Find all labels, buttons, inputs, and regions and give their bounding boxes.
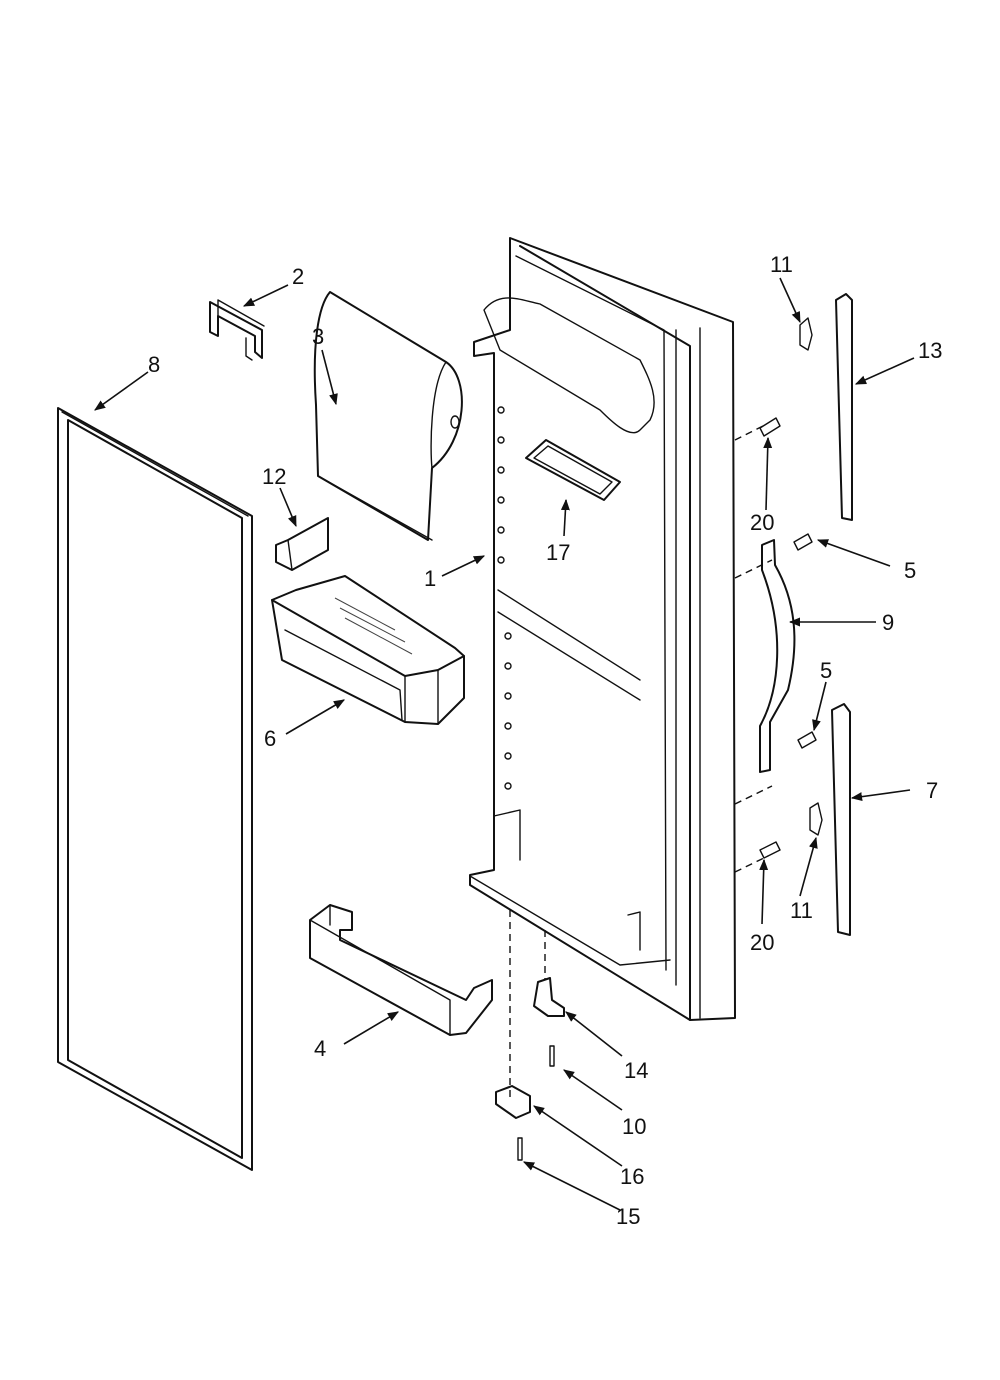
screw	[759, 841, 781, 859]
door-bin	[271, 575, 465, 725]
callout-4: 4	[314, 1036, 326, 1061]
door-trim-bottom	[831, 703, 851, 936]
callout-15: 15	[616, 1204, 640, 1229]
hinge-pin	[533, 977, 565, 1017]
bottom-door-shelf	[309, 904, 493, 1036]
door-handle	[759, 539, 796, 773]
screw	[797, 731, 817, 749]
bin-bracket	[275, 517, 329, 571]
hinge-screw	[549, 1045, 555, 1067]
callout-labels: 2 8 3 12 6 4 1 17 11 13 20 5 9 5 7 11 20…	[148, 252, 942, 1229]
utility-tray	[525, 439, 621, 501]
callout-10: 10	[622, 1114, 646, 1139]
callout-11-top: 11	[770, 252, 793, 277]
callout-13: 13	[918, 338, 942, 363]
shelf-clip	[209, 299, 265, 361]
callout-1: 1	[424, 566, 436, 591]
callout-5-top: 5	[904, 558, 916, 583]
callout-12: 12	[262, 464, 286, 489]
callout-9: 9	[882, 610, 894, 635]
callout-5-bottom: 5	[820, 658, 832, 683]
assembly-lines	[509, 424, 773, 1100]
callout-7: 7	[926, 778, 938, 803]
bottom-hinge	[495, 1085, 531, 1119]
screw	[759, 417, 781, 437]
trim-clip	[809, 802, 823, 836]
callout-8: 8	[148, 352, 160, 377]
callout-20-bottom: 20	[750, 930, 774, 955]
callout-3: 3	[312, 324, 324, 349]
adjustment-holes	[497, 406, 512, 790]
callout-11-bottom: 11	[790, 898, 813, 923]
leader-lines	[94, 277, 915, 1211]
screw	[793, 533, 813, 551]
door-trim-top	[835, 293, 853, 521]
callout-14: 14	[624, 1058, 648, 1083]
dairy-compartment-cover	[313, 291, 463, 541]
trim-clip	[799, 317, 813, 351]
callout-16: 16	[620, 1164, 644, 1189]
door-liner	[469, 237, 736, 1021]
callout-20-top: 20	[750, 510, 774, 535]
door-gasket	[57, 407, 253, 1171]
callout-6: 6	[264, 726, 276, 751]
hinge-bottom-screw	[517, 1137, 523, 1161]
callout-17: 17	[546, 540, 570, 565]
callout-2: 2	[292, 264, 304, 289]
